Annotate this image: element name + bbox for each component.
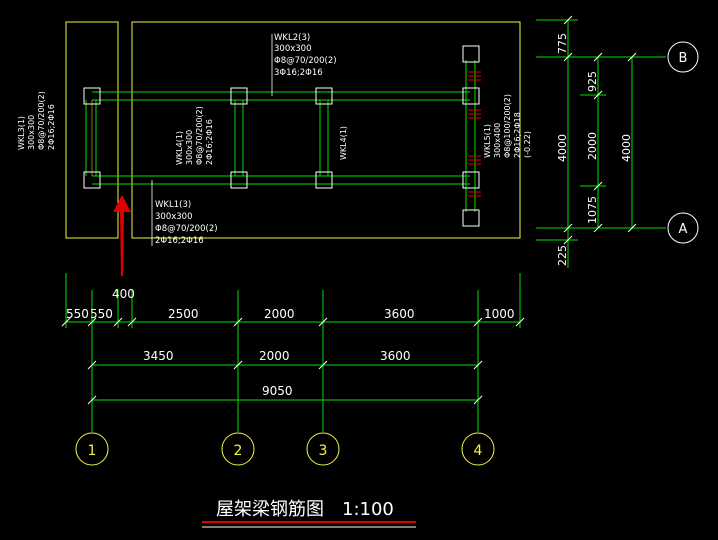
axis-bubble-3: 3 [306, 432, 340, 466]
svg-text:2500: 2500 [168, 307, 199, 321]
svg-text:Φ8@70/200(2): Φ8@70/200(2) [37, 91, 46, 150]
svg-text:550: 550 [66, 307, 89, 321]
svg-text:300x300: 300x300 [27, 115, 36, 150]
left-slab-outline [65, 21, 119, 239]
svg-text:4: 4 [474, 443, 483, 459]
right-dim-text: 775 4000 225 925 2000 1075 4000 [556, 33, 633, 266]
svg-text:1000: 1000 [484, 307, 515, 321]
svg-text:WKL4(1): WKL4(1) [175, 131, 184, 165]
svg-text:WKL2(3): WKL2(3) [274, 33, 310, 43]
svg-text:屋架梁钢筋图: 屋架梁钢筋图 [216, 499, 324, 520]
axis-bubble-4: 4 [461, 432, 495, 466]
svg-text:2000: 2000 [259, 349, 290, 363]
rebar-marks [468, 71, 481, 197]
svg-text:4000: 4000 [556, 134, 569, 162]
svg-text:550: 550 [90, 307, 113, 321]
svg-text:Φ8@70/200(2): Φ8@70/200(2) [195, 106, 204, 165]
svg-text:Φ8@70/200(2): Φ8@70/200(2) [155, 224, 218, 234]
svg-text:300x300: 300x300 [274, 44, 311, 54]
svg-text:3Φ16;2Φ16: 3Φ16;2Φ16 [274, 68, 323, 78]
svg-text:WKL3(1): WKL3(1) [17, 116, 26, 150]
svg-text:2: 2 [234, 443, 243, 459]
svg-text:300x300: 300x300 [155, 212, 192, 222]
svg-text:WKL1(3): WKL1(3) [155, 200, 191, 210]
svg-text:3600: 3600 [380, 349, 411, 363]
svg-text:B: B [679, 51, 688, 66]
svg-text:2Φ16;2Φ16: 2Φ16;2Φ16 [47, 104, 56, 150]
svg-text:400: 400 [112, 287, 135, 301]
svg-text:1: 1 [88, 443, 97, 459]
axis-bubble-b: B [667, 41, 699, 73]
axis-bubble-2: 2 [221, 432, 255, 466]
wkl2-label: WKL2(3) 300x300 Φ8@70/200(2) 3Φ16;2Φ16 [274, 33, 337, 78]
svg-text:3: 3 [319, 443, 328, 459]
svg-text:3450: 3450 [143, 349, 174, 363]
svg-text:2000: 2000 [264, 307, 295, 321]
svg-text:775: 775 [556, 33, 569, 54]
red-arrow-icon [113, 195, 131, 276]
svg-text:2Φ16;2Φ18: 2Φ16;2Φ18 [513, 112, 522, 158]
svg-text:300x400: 300x400 [493, 123, 502, 158]
wkl4-plain-label: WKL4(1) [339, 126, 348, 160]
wkl5-label: WKL5(1) 300x400 Φ8@100/200(2) 2Φ16;2Φ18 … [483, 94, 532, 158]
columns [83, 45, 480, 227]
svg-text:9050: 9050 [262, 384, 293, 398]
svg-text:300x300: 300x300 [185, 130, 194, 165]
svg-text:A: A [679, 222, 688, 237]
wkl3-label: WKL3(1) 300x300 Φ8@70/200(2) 2Φ16;2Φ16 [17, 91, 56, 150]
right-dimensions [536, 15, 666, 268]
svg-text:2000: 2000 [586, 132, 599, 160]
beam-network [85, 60, 476, 212]
svg-text:2Φ16;2Φ16: 2Φ16;2Φ16 [205, 119, 214, 165]
main-slab-outline [131, 21, 521, 239]
svg-text:WKL4(1): WKL4(1) [339, 126, 348, 160]
svg-text:3600: 3600 [384, 307, 415, 321]
svg-text:1:100: 1:100 [342, 499, 394, 520]
bottom-dimensions [61, 273, 525, 432]
svg-text:225: 225 [556, 245, 569, 266]
wkl1-label: WKL1(3) 300x300 Φ8@70/200(2) 2Φ16;2Φ16 [155, 200, 218, 246]
svg-text:(-0.22): (-0.22) [523, 131, 532, 158]
wkl4-label: WKL4(1) 300x300 Φ8@70/200(2) 2Φ16;2Φ16 [175, 106, 214, 165]
svg-text:2Φ16;2Φ16: 2Φ16;2Φ16 [155, 236, 204, 246]
svg-text:925: 925 [586, 71, 599, 92]
axis-bubble-1: 1 [75, 432, 109, 466]
svg-text:WKL5(1): WKL5(1) [483, 124, 492, 158]
svg-text:4000: 4000 [620, 134, 633, 162]
svg-text:Φ8@100/200(2): Φ8@100/200(2) [503, 94, 512, 158]
drawing-title: 屋架梁钢筋图 1:100 [202, 499, 416, 528]
axis-bubble-a: A [667, 212, 699, 244]
svg-text:1075: 1075 [586, 196, 599, 224]
bottom-dim-text: 400 550 550 2500 2000 3600 1000 3450 200… [66, 287, 515, 398]
svg-text:Φ8@70/200(2): Φ8@70/200(2) [274, 56, 337, 66]
